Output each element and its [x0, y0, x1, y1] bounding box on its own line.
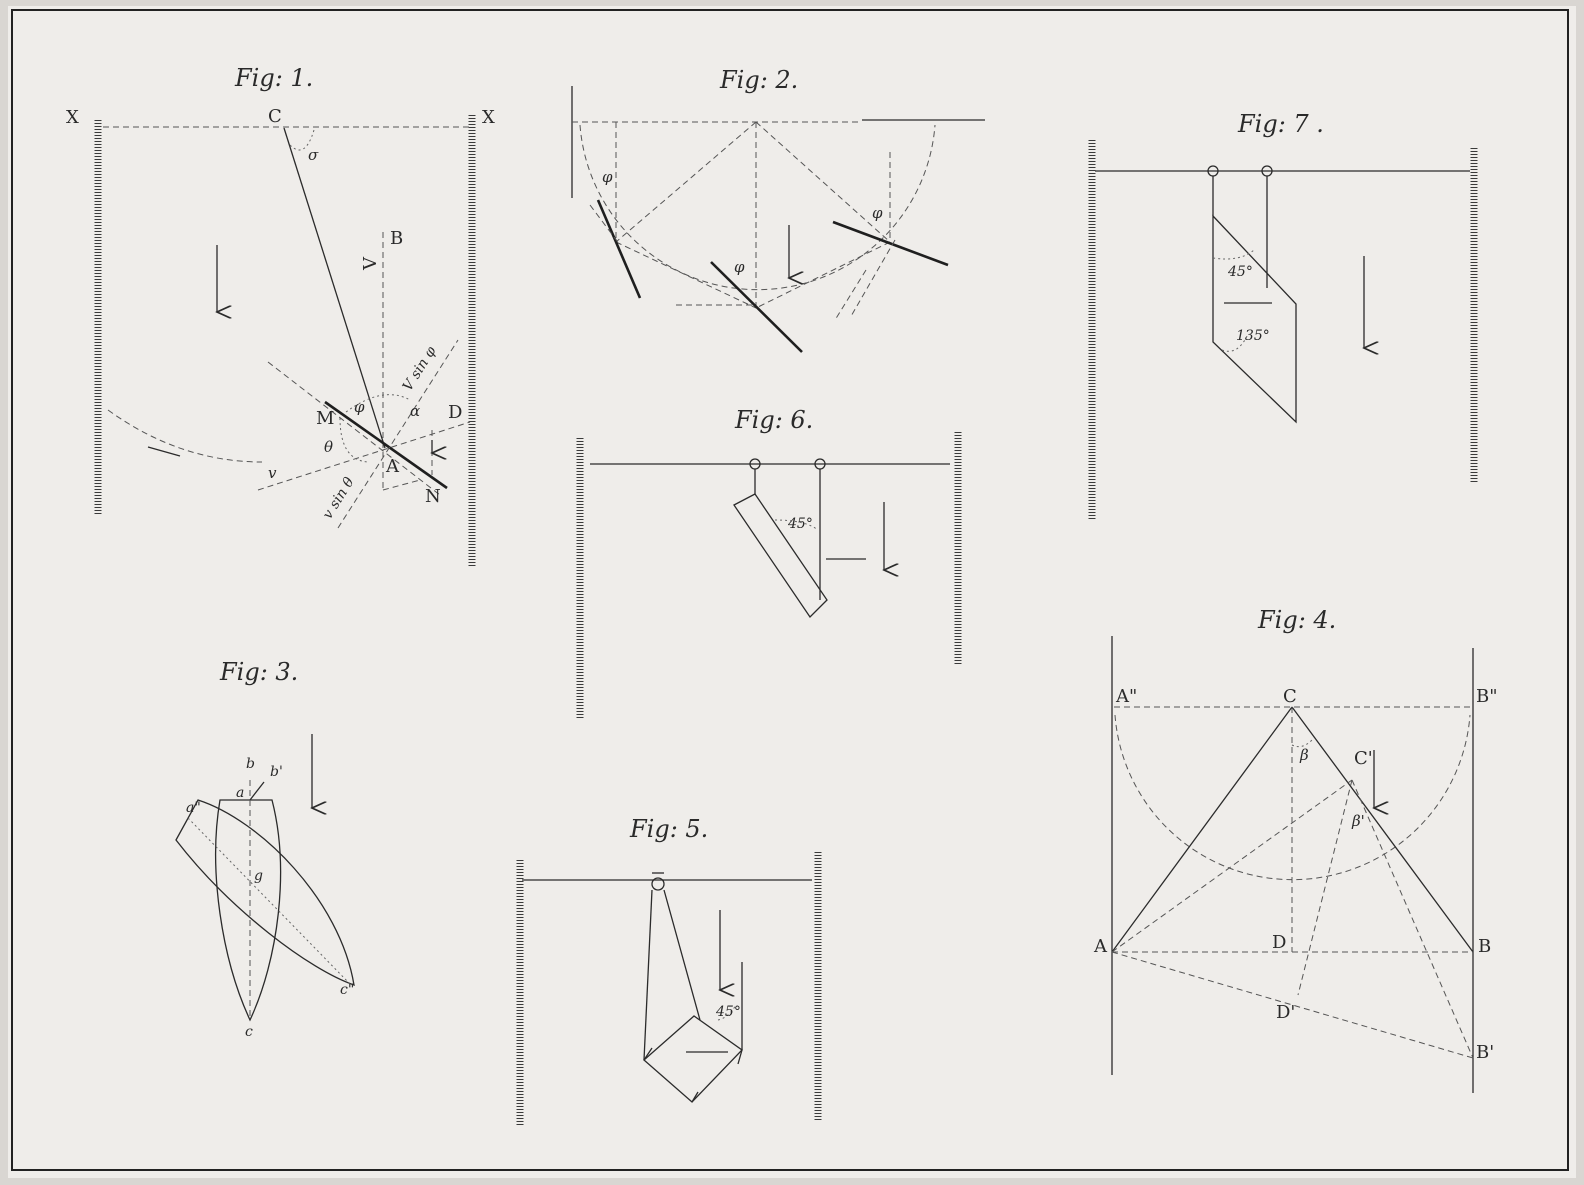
fig1-label-v-lower: v [268, 464, 277, 482]
fig1-label-a: A [385, 456, 400, 477]
fig3-label-b-prime: b' [270, 764, 283, 780]
fig1-label-v-upper: V [360, 256, 381, 271]
fig3-label-b: b [246, 756, 255, 772]
fig7-label-angle-1: 45° [1227, 264, 1253, 280]
fig3-label-a: a [236, 785, 244, 801]
fig3-label-g: g [254, 868, 263, 884]
figure-2: Fig: 2. φ φ φ [571, 66, 985, 353]
fig1-label-sigma: σ [308, 146, 319, 164]
fig4-label-c-prime: C' [1354, 748, 1373, 769]
figure-7: Fig: 7 . 45° 135° [1088, 110, 1478, 520]
fig4-label-b-dprime: B" [1476, 686, 1498, 707]
fig1-label-x-right: X [482, 107, 495, 128]
figure-4: Fig: 4. A" C B" β C' β' A D B D' B' [1093, 606, 1498, 1093]
fig1-label-phi: φ [354, 398, 365, 416]
fig7-title: Fig: 7 . [1237, 110, 1324, 138]
fig1-label-m: M [316, 408, 334, 429]
fig4-label-beta-prime: β' [1351, 812, 1365, 830]
fig6-title: Fig: 6. [734, 406, 813, 434]
fig2-label-phi-3: φ [872, 204, 883, 222]
fig4-label-b-prime: B' [1476, 1042, 1494, 1063]
fig1-title: Fig: 1. [234, 64, 313, 92]
page-background [8, 6, 1576, 1178]
fig2-label-phi-2: φ [734, 258, 745, 276]
fig1-label-theta: θ [324, 438, 333, 456]
fig1-label-c: C [268, 106, 282, 127]
fig4-label-a: A [1093, 936, 1108, 957]
fig3-label-a-dprime: a" [186, 800, 201, 816]
fig1-label-n: N [425, 486, 441, 507]
figure-1: Fig: 1. X X C σ B V M φ α D θ A v N V si… [66, 64, 495, 568]
fig4-label-b: B [1478, 936, 1491, 957]
fig4-label-c: C [1283, 686, 1297, 707]
fig2-label-phi-1: φ [602, 168, 613, 186]
fig4-title: Fig: 4. [1257, 606, 1336, 634]
fig3-title: Fig: 3. [219, 658, 298, 686]
fig2-title: Fig: 2. [719, 66, 798, 94]
fig1-label-x-left: X [66, 107, 79, 128]
fig1-label-b: B [390, 228, 403, 249]
plate-border [11, 9, 1569, 1171]
fig1-label-d: D [448, 402, 462, 423]
figure-6: Fig: 6. 45° [576, 406, 962, 720]
figure-3: Fig: 3. b b' a a" g c" c [175, 658, 355, 1040]
fig5-title: Fig: 5. [629, 815, 708, 843]
fig6-label-angle: 45° [787, 516, 813, 532]
fig5-label-angle: 45° [715, 1004, 741, 1020]
fig1-label-alpha: α [410, 402, 420, 420]
fig4-label-d: D [1272, 932, 1286, 953]
fig7-label-angle-2: 135° [1236, 328, 1270, 344]
figure-5: Fig: 5. 45° [516, 815, 822, 1125]
fig4-label-beta: β [1299, 746, 1309, 764]
fig3-label-c-dprime: c" [340, 982, 354, 998]
fig4-label-d-prime: D' [1276, 1002, 1295, 1023]
fig4-label-a-dprime: A" [1115, 686, 1137, 707]
fig3-label-c: c [245, 1024, 253, 1040]
